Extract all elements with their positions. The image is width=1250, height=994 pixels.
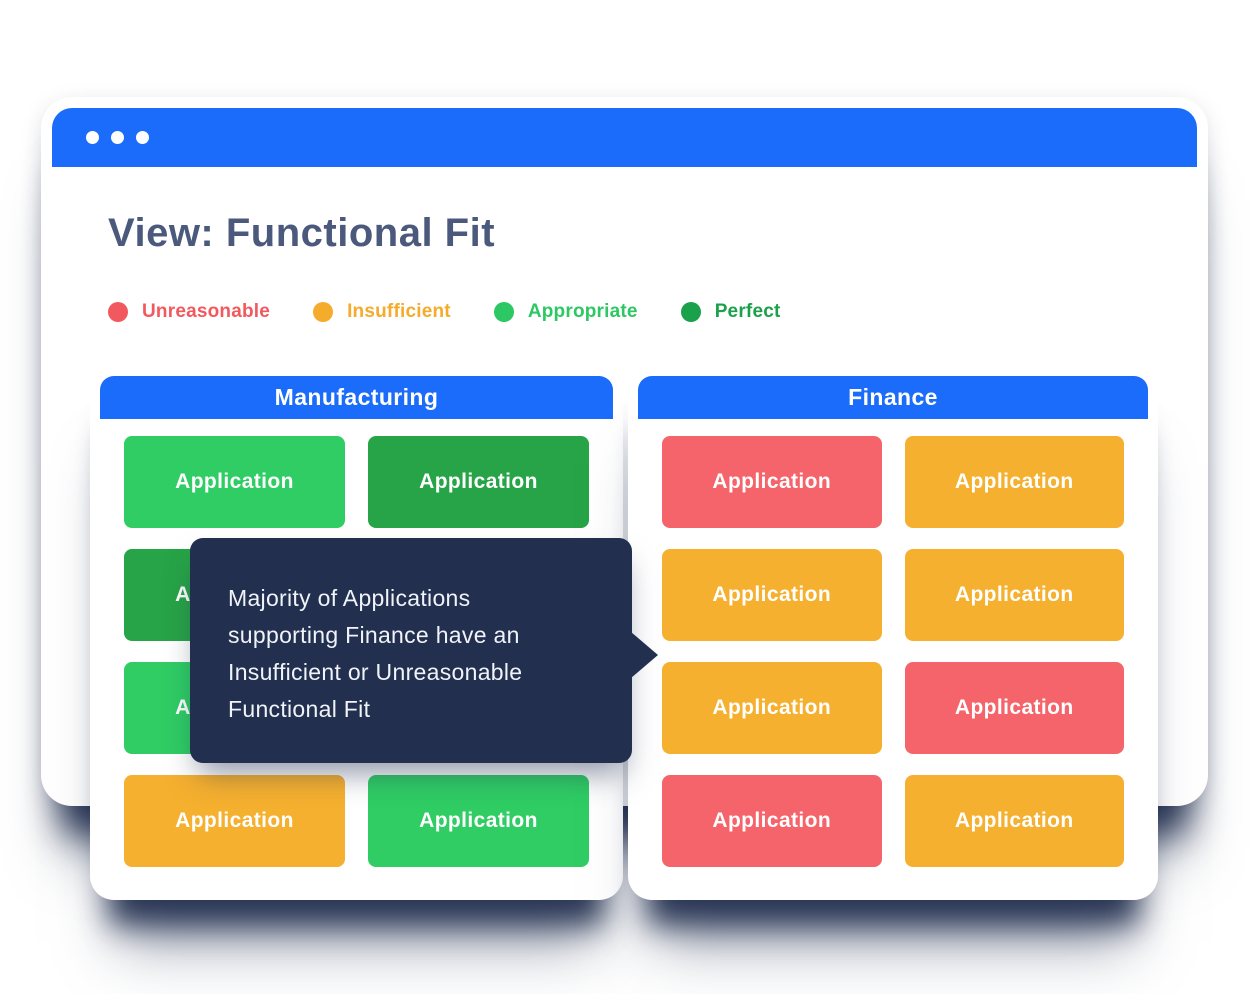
panel-finance-header: Finance — [638, 376, 1148, 419]
application-tile[interactable]: Application — [904, 436, 1124, 528]
window-control-dot[interactable] — [111, 131, 124, 144]
legend-label: Insufficient — [347, 301, 451, 322]
browser-titlebar — [52, 108, 1197, 167]
window-control-dot[interactable] — [86, 131, 99, 144]
application-tile[interactable]: Application — [662, 662, 882, 754]
application-tile[interactable]: Application — [904, 775, 1124, 867]
application-tile[interactable]: Application — [368, 775, 589, 867]
page-title: View: Functional Fit — [108, 211, 496, 255]
legend-item-insufficient: Insufficient — [313, 301, 451, 323]
legend-dot-icon — [313, 302, 334, 322]
application-tile[interactable]: Application — [368, 436, 589, 528]
legend-label: Appropriate — [527, 301, 638, 322]
legend-item-appropriate: Appropriate — [493, 301, 638, 323]
application-tile[interactable]: Application — [662, 775, 882, 867]
legend-item-unreasonable: Unreasonable — [108, 301, 270, 323]
legend-label: Unreasonable — [142, 301, 271, 322]
legend-label: Perfect — [714, 301, 781, 322]
application-tile[interactable]: Application — [662, 549, 882, 641]
legend-dot-icon — [680, 302, 701, 322]
window-control-dot[interactable] — [136, 131, 149, 144]
legend-dot-icon — [108, 302, 128, 322]
tooltip-arrow-right-icon — [631, 632, 658, 678]
legend: Unreasonable Insufficient Appropriate Perfe… — [108, 301, 1197, 323]
application-tile[interactable]: Application — [124, 436, 345, 528]
browser-window: View: Functional Fit Unreasonable Insuffi… — [52, 108, 1197, 890]
application-tile[interactable]: Application — [124, 775, 345, 867]
legend-item-perfect: Perfect — [680, 301, 781, 323]
application-tile[interactable]: Application — [904, 662, 1124, 754]
panel-manufacturing-header: Manufacturing — [100, 376, 613, 419]
application-tile[interactable]: Application — [662, 436, 882, 528]
page-content: View: Functional Fit Unreasonable Insuffi… — [52, 167, 1197, 323]
legend-dot-icon — [493, 302, 514, 322]
application-tile[interactable]: Application — [904, 549, 1124, 641]
